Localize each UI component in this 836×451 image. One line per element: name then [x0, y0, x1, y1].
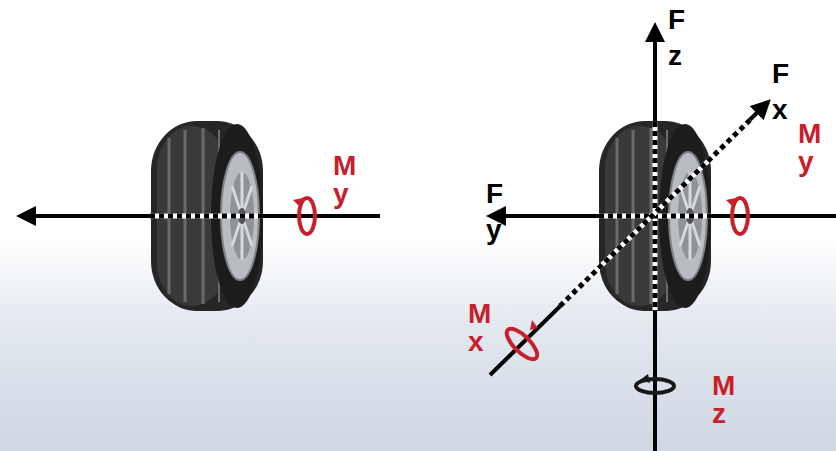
- force-label: F z: [668, 2, 693, 74]
- moment-label: M y: [798, 120, 823, 176]
- moment-label: M z: [712, 372, 737, 428]
- moment-label: M x: [468, 300, 493, 356]
- force-label: F x: [772, 56, 797, 128]
- moment-label: M y: [333, 152, 358, 208]
- force-label: F y: [486, 176, 511, 248]
